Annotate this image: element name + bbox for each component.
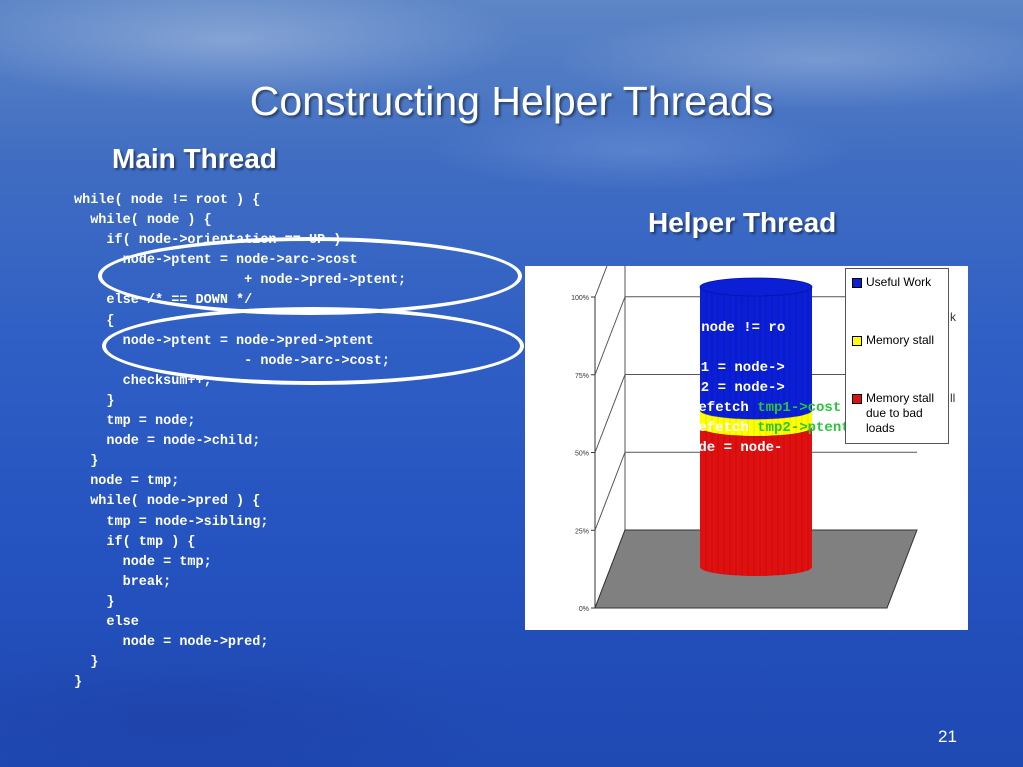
code-line: } <box>74 675 83 691</box>
stacked-cylinder-chart: 0% 25% 50% 75% 100% <box>571 266 918 613</box>
helper-legend-fragment-k: k <box>950 310 956 324</box>
y-tick-label: 0% <box>579 606 589 613</box>
code-line: } <box>74 454 99 470</box>
helper-prefetch-target-1: tmp1->cost <box>757 400 842 416</box>
code-line: } <box>74 655 99 671</box>
code-line: node = tmp; <box>74 474 180 490</box>
helper-legend-fragment-ll: ll <box>950 391 956 405</box>
helper-code-line-3: mp2 = node-> <box>684 380 785 396</box>
bar-segment <box>699 277 813 420</box>
legend-swatch <box>852 336 862 346</box>
code-line: while( node != root ) { <box>74 193 261 208</box>
code-line: while( node->pred ) { <box>74 494 261 510</box>
gridline-diagonal <box>594 374 626 453</box>
y-tick-label: 100% <box>571 295 589 302</box>
code-line: break; <box>74 574 172 590</box>
highlight-oval-up-branch <box>98 237 522 315</box>
y-tick-label: 25% <box>575 528 589 535</box>
legend-label: Memory stall <box>866 333 935 347</box>
legend-entry: Memory stall <box>852 333 948 348</box>
chart-axis: 0% 25% 50% 75% 100% <box>571 266 626 613</box>
code-line: { <box>74 313 115 329</box>
gridline-diagonal <box>594 452 626 531</box>
y-tick-label: 75% <box>575 373 589 380</box>
code-line: if( tmp ) { <box>74 534 196 550</box>
legend-label: Memory stall due to bad loads <box>866 391 935 435</box>
helper-prefetch-keyword-1: refetch <box>690 400 758 416</box>
gridline-diagonal <box>594 266 608 298</box>
legend-swatch <box>852 278 862 288</box>
helper-code-line-2: mp1 = node-> <box>684 360 785 376</box>
legend-label: Useful Work <box>866 275 932 289</box>
legend-swatch <box>852 394 862 404</box>
main-thread-heading: Main Thread <box>112 143 277 174</box>
code-line: while( node ) { <box>74 213 212 229</box>
helper-code-line-6: ode = node- <box>690 440 783 456</box>
code-line: node = tmp; <box>74 554 212 570</box>
helper-code-line-1: e (node != ro <box>676 320 786 336</box>
highlight-oval-down-branch <box>102 307 524 385</box>
code-line: tmp = node->sibling; <box>74 514 269 530</box>
slide-title: Constructing Helper Threads <box>249 78 774 124</box>
helper-code-line-5: refetch tmp2->ptent <box>690 418 850 438</box>
legend-entry: Memory stall due to bad loads <box>852 391 948 436</box>
code-line: node = node->child; <box>74 434 261 450</box>
code-line: } <box>74 393 115 409</box>
code-line: tmp = node; <box>74 414 196 430</box>
gridline-diagonal <box>594 296 626 375</box>
bar-segment-top <box>699 277 813 297</box>
helper-prefetch-target-2: tmp2->ptent <box>757 420 850 436</box>
y-tick-label: 50% <box>575 451 589 458</box>
code-line: else <box>74 614 139 630</box>
helper-prefetch-keyword-2: refetch <box>690 420 758 436</box>
helper-code-line-4: refetch tmp1->cost <box>690 398 841 418</box>
code-line: } <box>74 594 115 610</box>
slide-number: 21 <box>938 727 957 746</box>
helper-thread-heading: Helper Thread <box>648 207 837 238</box>
legend-entry: Useful Work <box>852 275 948 290</box>
chart-bars <box>699 277 813 576</box>
code-line: node = node->pred; <box>74 635 269 651</box>
